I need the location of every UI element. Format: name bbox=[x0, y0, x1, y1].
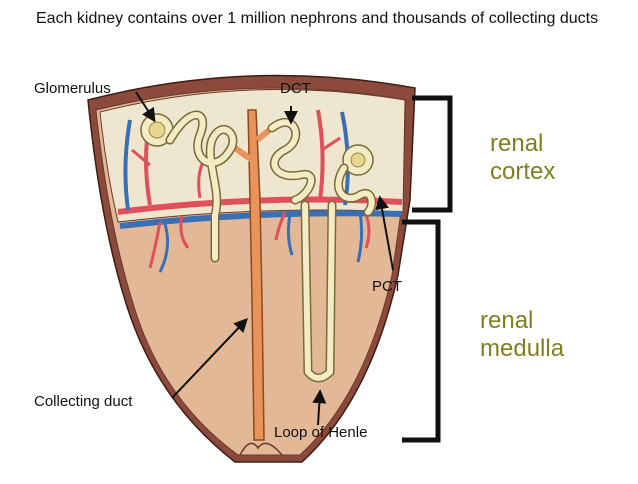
vasa-recta-artery bbox=[179, 215, 190, 249]
renal-medulla-line-1: renal bbox=[480, 307, 534, 334]
loop-of-henle-label: Loop of Henle bbox=[274, 424, 368, 441]
vasa-recta-vein bbox=[286, 213, 294, 256]
collecting-duct-label: Collecting duct bbox=[34, 393, 133, 410]
renal-cortex-line-2: cortex bbox=[490, 158, 556, 185]
renal-medulla-line-2: medulla bbox=[480, 335, 565, 362]
glomerulus-tuft bbox=[350, 152, 366, 168]
proximal-convoluted-tubule-lumen bbox=[335, 165, 375, 215]
renal-medulla-label: renal medulla bbox=[480, 307, 564, 363]
glomerulus-tuft bbox=[148, 121, 166, 139]
interlobular-artery bbox=[131, 148, 151, 167]
interlobular-artery bbox=[316, 109, 325, 201]
diagram-caption: Each kidney contains over 1 million neph… bbox=[36, 10, 599, 27]
nephron-middle bbox=[267, 117, 316, 205]
vasa-recta-vein bbox=[158, 223, 170, 273]
medulla-bracket bbox=[402, 219, 441, 443]
vasa-recta-vein bbox=[356, 211, 364, 263]
nephron-right bbox=[300, 144, 377, 383]
loop-of-henle-lumen bbox=[302, 202, 335, 381]
renal-cortex-label: renal cortex bbox=[490, 130, 555, 186]
dct-label: DCT bbox=[280, 80, 311, 97]
convoluted-tubule-lumen bbox=[167, 112, 236, 261]
cortex-bracket bbox=[412, 95, 453, 213]
distal-convoluted-tubule-lumen bbox=[269, 119, 315, 203]
vasa-recta-artery bbox=[274, 211, 287, 241]
collecting-duct bbox=[233, 109, 283, 456]
collecting-duct-pointer bbox=[171, 317, 248, 399]
loop-of-henle-pointer bbox=[312, 389, 327, 426]
vasa-recta-artery bbox=[148, 221, 162, 269]
vasa-recta bbox=[148, 211, 371, 273]
glomerulus-label: Glomerulus bbox=[34, 80, 111, 97]
collecting-duct-opening bbox=[239, 442, 283, 456]
interlobular-artery bbox=[321, 136, 341, 152]
vasa-recta-artery bbox=[364, 213, 371, 249]
collecting-duct-branch bbox=[233, 145, 254, 163]
pct-label: PCT bbox=[372, 278, 402, 295]
interlobular-vein bbox=[123, 119, 132, 211]
renal-cortex-line-1: renal bbox=[490, 130, 544, 157]
glomerulus-pointer bbox=[135, 91, 156, 123]
pct-pointer bbox=[375, 195, 394, 271]
